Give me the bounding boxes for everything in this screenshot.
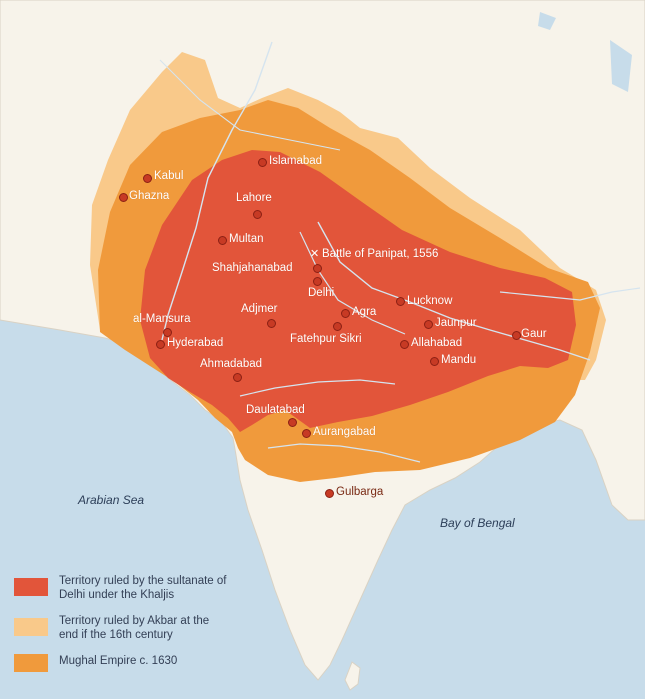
arabian-sea-label: Arabian Sea xyxy=(78,493,145,507)
city-dot-fatehpur-sikri xyxy=(333,322,342,331)
bay-of-bengal-label: Bay of Bengal xyxy=(440,516,515,530)
crossed-swords-icon: ✕ xyxy=(310,247,320,260)
river-ganges xyxy=(317,221,591,361)
label-daulatabad: Daulatabad xyxy=(246,404,305,416)
river-narmada xyxy=(239,379,396,397)
label-multan: Multan xyxy=(229,233,264,245)
label-adjmer: Adjmer xyxy=(241,303,278,315)
label-kabul: Kabul xyxy=(154,170,184,182)
label-lahore: Lahore xyxy=(236,192,272,204)
city-dot-ahmadabad xyxy=(233,373,242,382)
city-dot-hyderabad xyxy=(156,340,165,349)
city-dot-ghazna xyxy=(119,193,128,202)
city-dot-gulbarga xyxy=(325,489,334,498)
coast-detail xyxy=(610,40,632,92)
label-al-mansura: al-Mansura xyxy=(133,313,191,325)
label-ghazna: Ghazna xyxy=(129,190,170,202)
khalji-territory xyxy=(140,150,576,432)
city-dot-lucknow xyxy=(396,297,405,306)
label-ahmadabad: Ahmadabad xyxy=(200,358,263,370)
island xyxy=(344,661,361,691)
city-dot-daulatabad xyxy=(288,418,297,427)
label-jaunpur: Jaunpur xyxy=(435,317,477,329)
label-panipat: Battle of Panipat, 1556 xyxy=(322,248,439,260)
city-dot-kabul xyxy=(143,174,152,183)
city-dot-jaunpur xyxy=(424,320,433,329)
city-dot-al-mansura xyxy=(163,328,172,337)
label-fatehpur-sikri: Fatehpur Sikri xyxy=(290,333,362,345)
label-gulbarga: Gulbarga xyxy=(336,486,384,498)
label-delhi: Delhi xyxy=(308,287,335,299)
legend-swatch-akbar xyxy=(14,618,48,636)
label-agra: Agra xyxy=(352,306,377,318)
river-north xyxy=(159,59,341,151)
river-brahmaputra xyxy=(499,287,641,301)
label-mandu: Mandu xyxy=(441,354,477,366)
legend-swatch-mughal xyxy=(14,654,48,672)
city-dot-adjmer xyxy=(267,319,276,328)
river-indus xyxy=(161,41,273,341)
city-dot-gaur xyxy=(512,331,521,340)
city-dot-allahabad xyxy=(400,340,409,349)
legend-label-mughal: Mughal Empire c. 1630 xyxy=(59,655,178,667)
city-dot-aurangabad xyxy=(302,429,311,438)
city-dot-multan xyxy=(218,236,227,245)
label-allahabad: Allahabad xyxy=(411,337,463,349)
legend-label-khalji: Territory ruled by the sultanate of Delh… xyxy=(59,575,227,601)
label-lucknow: Lucknow xyxy=(407,295,453,307)
label-islamabad: Islamabad xyxy=(269,155,323,167)
label-shahjahanabad: Shahjahanabad xyxy=(212,262,293,274)
city-dot-shahjahanabad xyxy=(313,264,322,273)
city-dot-lahore xyxy=(253,210,262,219)
legend-item-mughal: Mughal Empire c. 1630 xyxy=(14,654,229,672)
legend-item-akbar: Territory ruled by Akbar at the end if t… xyxy=(14,614,229,642)
city-dot-mandu xyxy=(430,357,439,366)
legend-item-khalji: Territory ruled by the sultanate of Delh… xyxy=(14,574,229,602)
river-godavari xyxy=(267,443,421,463)
city-dot-islamabad xyxy=(258,158,267,167)
city-dot-agra xyxy=(341,309,350,318)
label-gaur: Gaur xyxy=(521,328,547,340)
label-hyderabad: Hyderabad xyxy=(167,337,224,349)
legend-label-akbar: Territory ruled by Akbar at the end if t… xyxy=(59,615,210,641)
label-aurangabad: Aurangabad xyxy=(313,426,376,438)
legend-swatch-khalji xyxy=(14,578,48,596)
coast-detail xyxy=(538,12,556,30)
city-dot-delhi xyxy=(313,277,322,286)
river-yamuna xyxy=(299,231,406,335)
